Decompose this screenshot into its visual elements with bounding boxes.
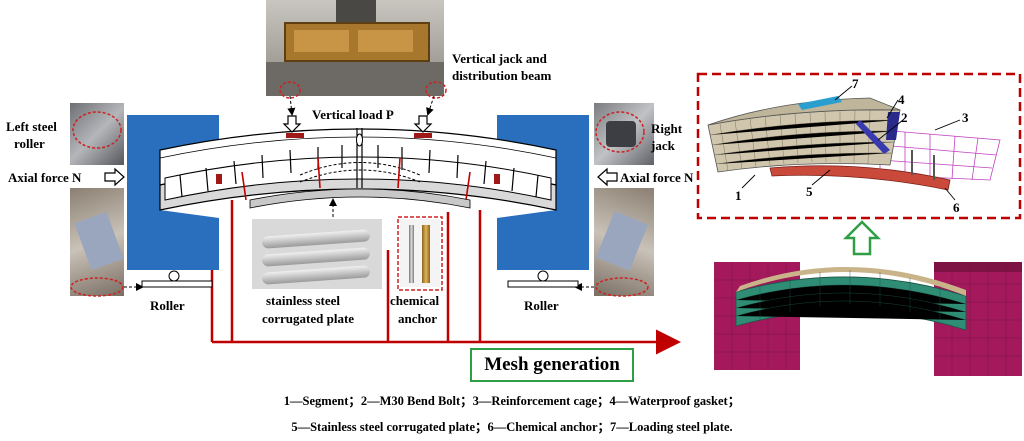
callout-6: 6 xyxy=(953,200,960,215)
dashed-circle-jack-left xyxy=(279,81,301,99)
label-vertical-load: Vertical load P xyxy=(312,107,394,122)
callout-1: 1 xyxy=(735,188,742,203)
fem-detail-model xyxy=(707,85,1001,201)
left-steel-roller-photo xyxy=(70,103,124,165)
callout-7: 7 xyxy=(852,76,859,91)
label-axial-force-left: Axial force N xyxy=(8,170,82,185)
right-roller xyxy=(507,270,579,288)
caption-line-2: 5—Stainless steel corrugated plate；6—Che… xyxy=(291,420,733,434)
anchor-dashed-box xyxy=(397,216,443,291)
label-right: Right xyxy=(651,121,683,136)
axial-arrow-left xyxy=(104,167,125,187)
fem-detail-dashed-box xyxy=(696,72,1022,220)
label-plate-line1: stainless steel xyxy=(266,293,341,308)
vertical-jack-photo xyxy=(266,0,444,96)
corrugated-plate-photo xyxy=(252,219,382,289)
axial-arrow-right xyxy=(597,167,618,187)
dashed-circle-left-steel xyxy=(72,111,122,149)
dashed-circle-right-jack xyxy=(595,111,645,153)
fem-full-model xyxy=(714,262,1022,376)
dashed-circle-jack-right xyxy=(425,81,447,99)
callout-5: 5 xyxy=(806,184,813,199)
dashed-circle-right-roller xyxy=(595,277,649,297)
label-left-steel: Left steel xyxy=(6,119,57,134)
vertical-load-arrow-left xyxy=(282,115,302,133)
chemical-anchor-photo xyxy=(400,219,440,287)
callout-2: 2 xyxy=(901,110,908,125)
label-roller-word: roller xyxy=(14,136,45,151)
label-jack: jack xyxy=(651,138,675,153)
label-roller-right: Roller xyxy=(524,298,559,313)
label-roller-left: Roller xyxy=(150,298,185,313)
left-roller xyxy=(141,270,213,288)
callout-4: 4 xyxy=(898,92,905,107)
callout-3: 3 xyxy=(962,110,969,125)
label-anchor-line1: chemical xyxy=(390,293,440,308)
vertical-load-arrow-right xyxy=(413,115,433,133)
right-roller-photo xyxy=(594,188,654,296)
mesh-generation-box: Mesh generation xyxy=(470,348,634,382)
green-up-arrow xyxy=(842,220,882,256)
arched-segment-drawing xyxy=(159,128,557,211)
label-vertical-jack: Vertical jack and xyxy=(452,51,547,66)
dashed-circle-left-roller xyxy=(70,277,124,297)
label-plate-line2: corrugated plate xyxy=(262,311,355,326)
mesh-generation-label: Mesh generation xyxy=(484,354,620,375)
label-axial-force-right: Axial force N xyxy=(620,170,694,185)
label-anchor-line2: anchor xyxy=(398,311,437,326)
label-distribution-beam: distribution beam xyxy=(452,68,552,83)
caption-line-1: 1—Segment；2—M30 Bend Bolt；3—Reinforcemen… xyxy=(283,394,741,408)
